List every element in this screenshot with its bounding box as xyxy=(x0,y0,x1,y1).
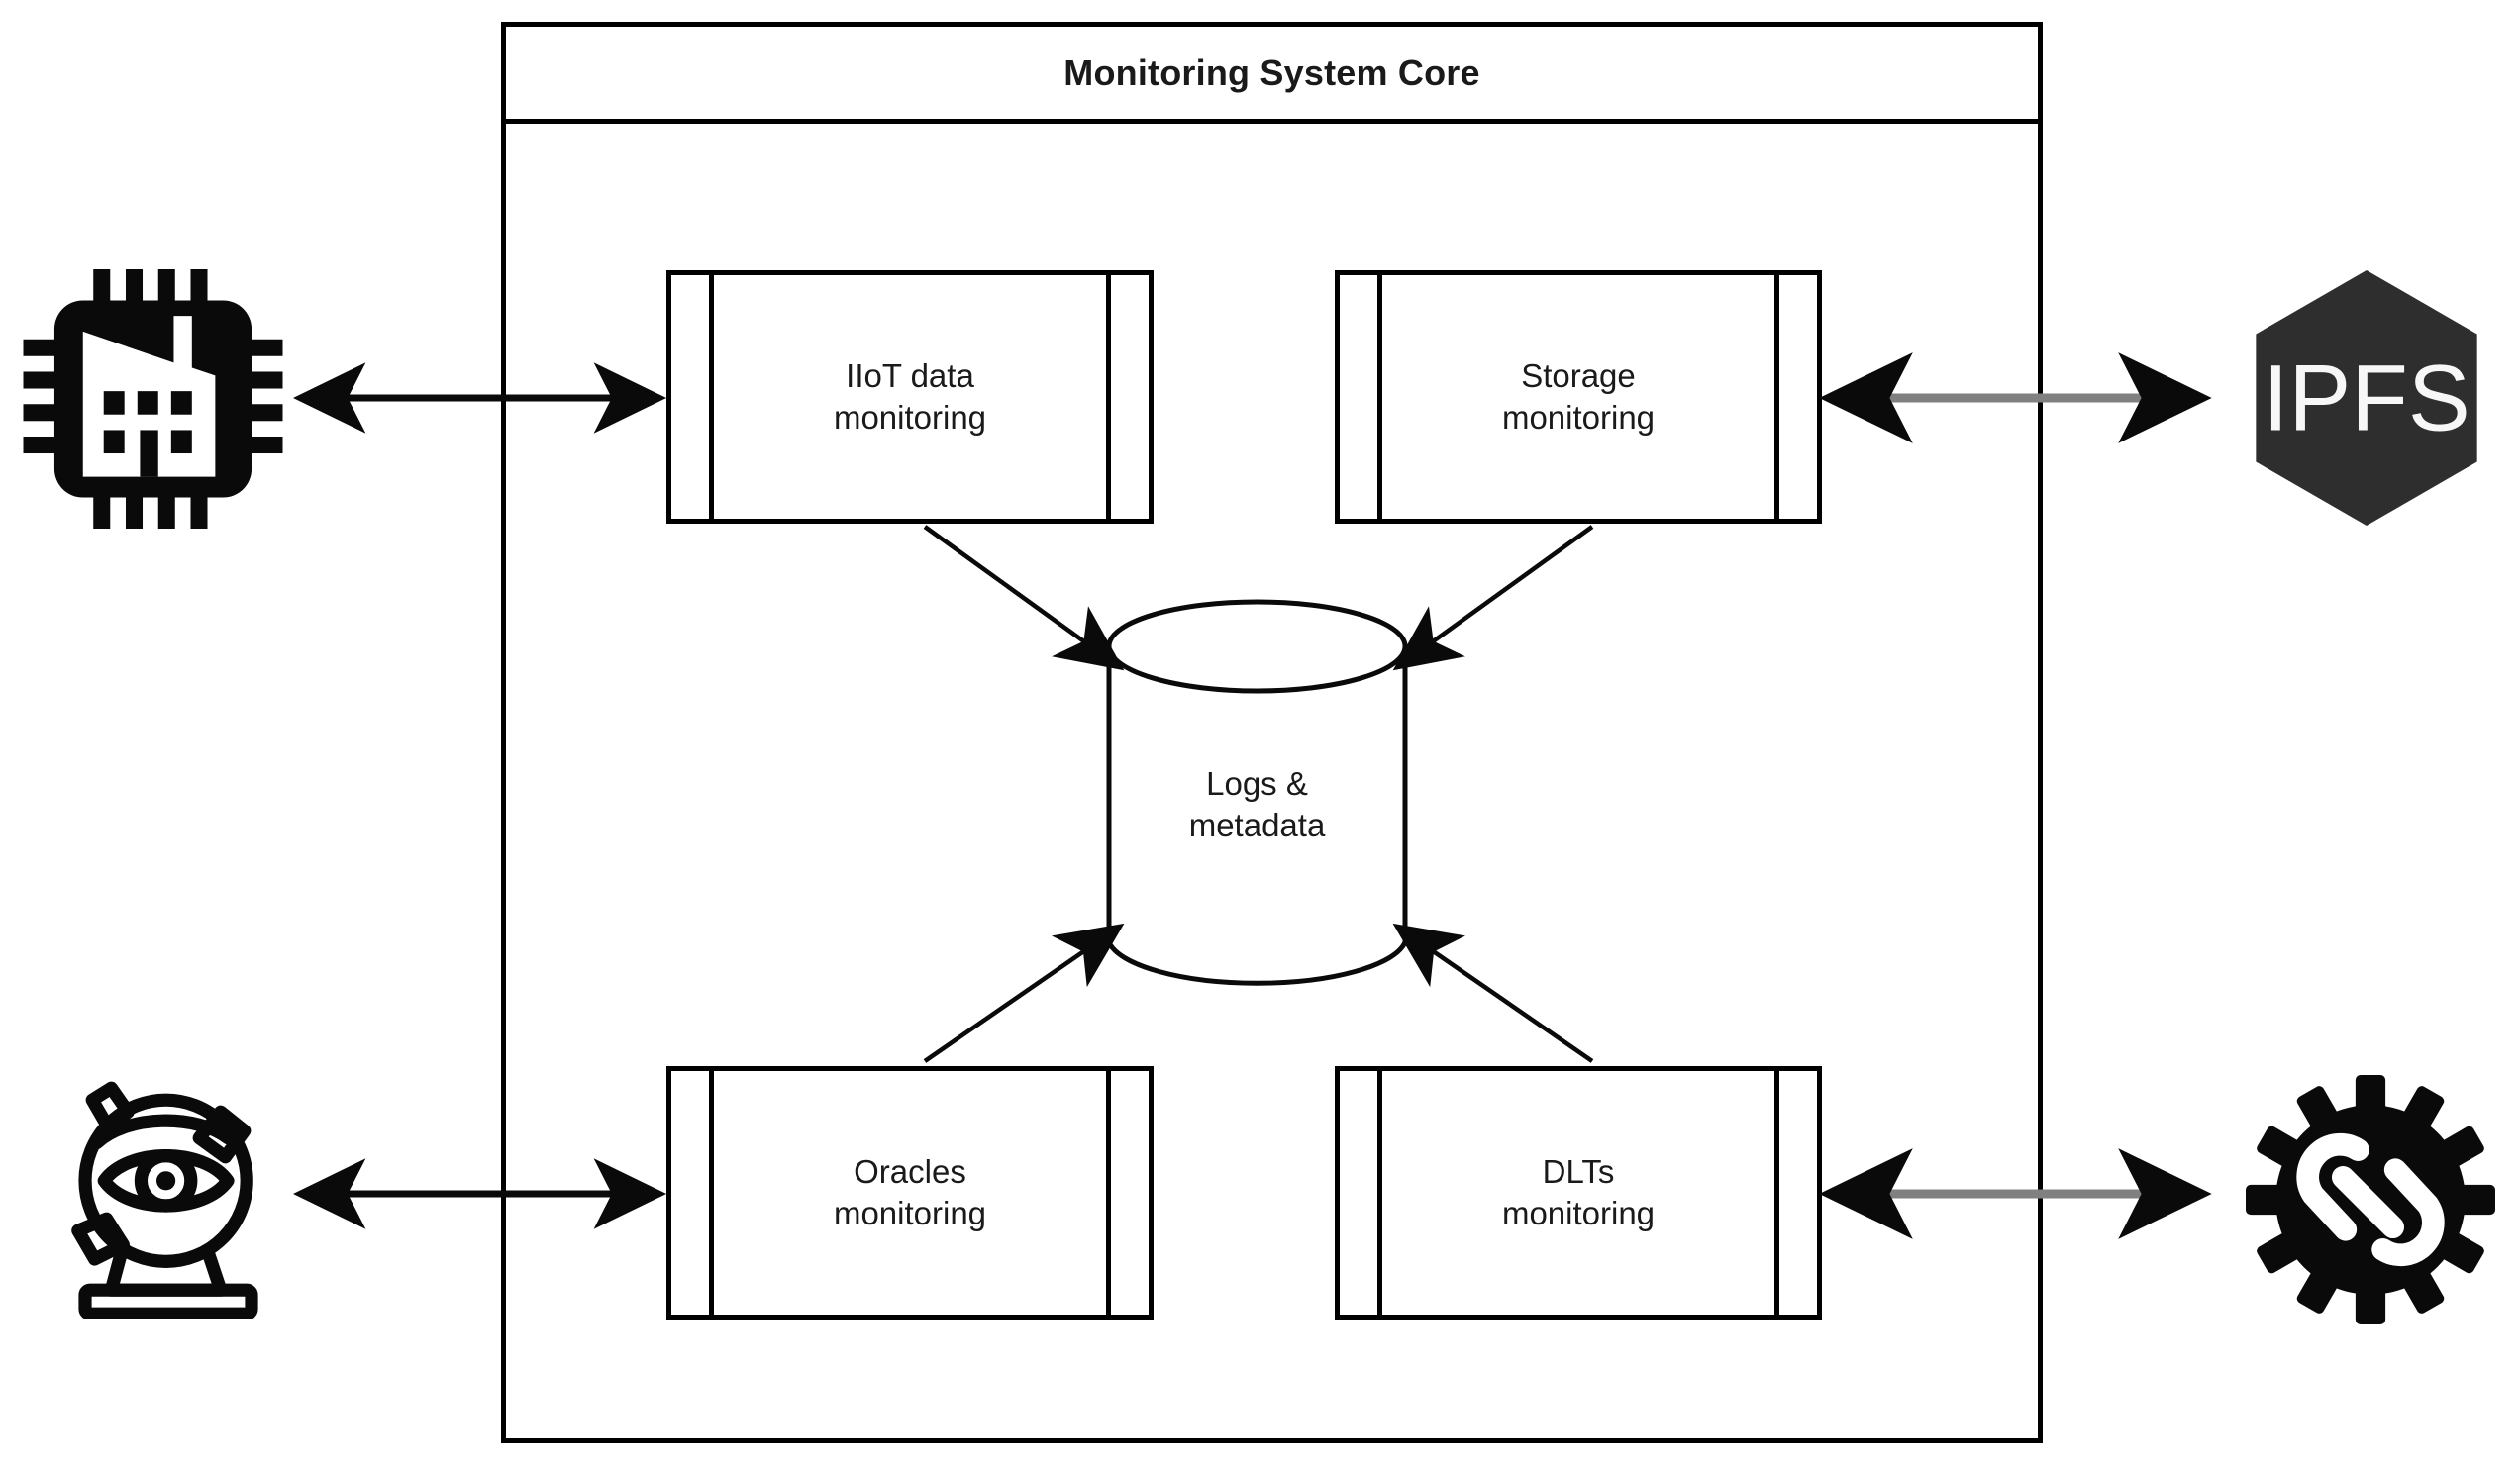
component-dlts-monitoring[interactable]: DLTs monitoring xyxy=(1335,1066,1822,1320)
component-rail-left xyxy=(709,275,714,519)
component-rail-right xyxy=(1774,275,1779,519)
ipfs-hexagon-icon: IPFS xyxy=(2243,265,2490,531)
crystal-ball-eye-icon xyxy=(50,1069,287,1319)
page-title: Monitoring System Core xyxy=(1063,51,1480,93)
datastore-label: Logs & metadata xyxy=(1188,765,1326,843)
component-rail-right xyxy=(1106,275,1111,519)
datastore-logs-and-metadata[interactable]: Logs & metadata xyxy=(1106,599,1408,990)
component-label-oracles: Oracles monitoring xyxy=(833,1153,987,1231)
gear-chain-icon xyxy=(2246,1075,2495,1324)
component-iiot-data-monitoring[interactable]: IIoT data monitoring xyxy=(666,270,1154,524)
component-rail-right xyxy=(1106,1071,1111,1315)
component-label-storage: Storage monitoring xyxy=(1501,357,1656,436)
component-storage-monitoring[interactable]: Storage monitoring xyxy=(1335,270,1822,524)
component-rail-left xyxy=(709,1071,714,1315)
component-label-iiot: IIoT data monitoring xyxy=(833,357,987,436)
ipfs-label: IPFS xyxy=(2263,346,2470,450)
component-rail-left xyxy=(1377,275,1382,519)
component-rail-left xyxy=(1377,1071,1382,1315)
component-rail-right xyxy=(1774,1071,1779,1315)
factory-chip-icon xyxy=(22,269,284,529)
component-label-dlts: DLTs monitoring xyxy=(1501,1153,1656,1231)
component-oracles-monitoring[interactable]: Oracles monitoring xyxy=(666,1066,1154,1320)
container-header: Monitoring System Core xyxy=(506,27,2038,124)
